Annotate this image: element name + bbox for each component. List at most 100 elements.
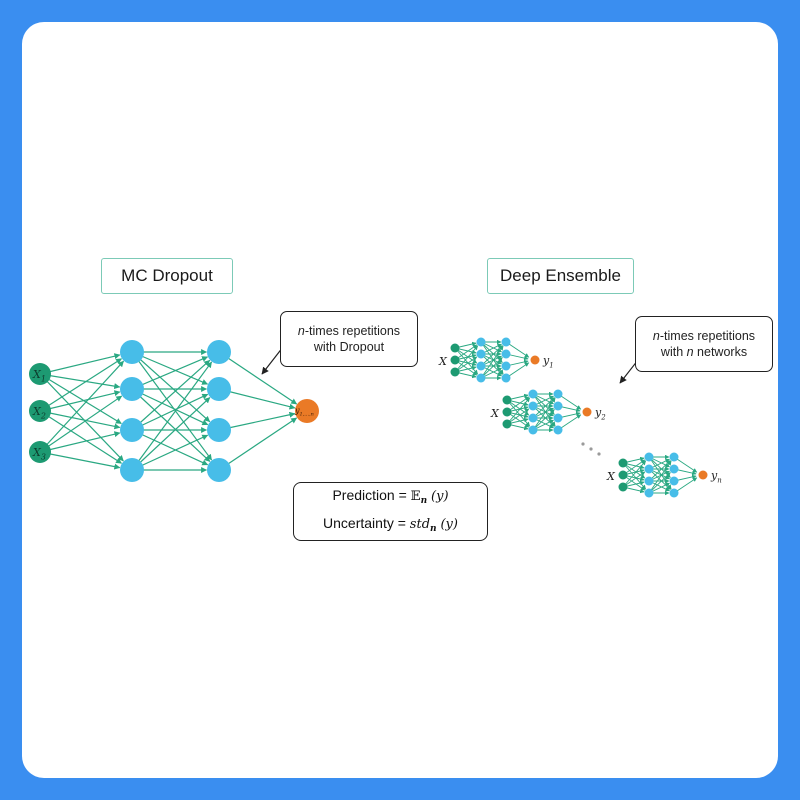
ensemble-hidden-node bbox=[501, 349, 511, 359]
network-edge bbox=[648, 472, 671, 494]
network-edge bbox=[39, 395, 123, 453]
hidden-node bbox=[120, 340, 144, 364]
network-edge bbox=[131, 356, 209, 390]
formula-box: Prediction = 𝔼n (y) Uncertainty = stdn (… bbox=[293, 482, 488, 541]
input-node bbox=[29, 363, 51, 385]
network-edge bbox=[39, 373, 122, 425]
ensemble-input-node bbox=[618, 482, 628, 492]
network-edge bbox=[39, 410, 122, 464]
ensemble-input-label: X bbox=[490, 407, 500, 420]
network-edge bbox=[131, 393, 209, 431]
network-edge bbox=[131, 429, 209, 466]
network-edge bbox=[131, 434, 209, 471]
ensemble-hidden-node bbox=[501, 337, 511, 347]
network-edge bbox=[39, 353, 121, 375]
network-edge bbox=[622, 460, 647, 488]
deep-ensemble-callout-line1: n-times repetitions bbox=[652, 329, 756, 343]
network-edge bbox=[39, 373, 124, 462]
ensemble-hidden-node bbox=[644, 452, 654, 462]
network-edge bbox=[454, 345, 479, 373]
ensemble-hidden-node bbox=[553, 389, 563, 399]
network-edge bbox=[480, 357, 503, 379]
ensemble-input-node bbox=[618, 458, 628, 468]
mc-dropout-callout-line1: n-times repetitions bbox=[297, 324, 401, 338]
network-edge bbox=[39, 373, 121, 390]
network-edge bbox=[131, 388, 211, 462]
hidden-node bbox=[120, 418, 144, 442]
network-edge bbox=[131, 351, 213, 461]
network-edge bbox=[648, 460, 671, 482]
ensemble-output-label: y1 bbox=[542, 354, 554, 369]
network-edge bbox=[532, 409, 555, 431]
hidden-node bbox=[207, 458, 231, 482]
output-node bbox=[295, 399, 319, 423]
hidden-node bbox=[207, 340, 231, 364]
network-edge bbox=[532, 397, 555, 419]
ensemble-hidden-node bbox=[669, 464, 679, 474]
ensemble-input-node bbox=[502, 407, 512, 417]
input-node-label-subscript: 1 bbox=[41, 374, 46, 383]
network-edge bbox=[39, 390, 121, 412]
network-edge bbox=[532, 397, 556, 431]
deep-ensemble-callout-line2: with n networks bbox=[660, 345, 748, 359]
ensemble-hidden-node bbox=[528, 401, 538, 411]
input-node-label-subscript: 3 bbox=[41, 452, 46, 461]
network-edge bbox=[39, 431, 121, 453]
network-edge bbox=[131, 361, 213, 471]
ensemble-output-label-subscript: 2 bbox=[600, 413, 606, 421]
network-edge bbox=[131, 359, 211, 431]
network-edge bbox=[506, 397, 531, 425]
ensemble-input-node bbox=[450, 343, 460, 353]
hidden-node bbox=[207, 418, 231, 442]
ellipsis-dot bbox=[589, 447, 593, 451]
ensemble-input-node bbox=[502, 419, 512, 429]
callout-arrow bbox=[261, 346, 284, 375]
hidden-node bbox=[207, 377, 231, 401]
ensemble-input-label: X bbox=[606, 470, 616, 483]
network-edge bbox=[39, 358, 122, 412]
mc-dropout-title: MC Dropout bbox=[101, 258, 233, 294]
network-edge bbox=[131, 388, 209, 426]
network-edge bbox=[218, 388, 296, 410]
deep-ensemble-title-text: Deep Ensemble bbox=[500, 266, 621, 285]
network-edge bbox=[218, 411, 296, 431]
ensemble-hidden-node bbox=[644, 488, 654, 498]
mc-dropout-title-text: MC Dropout bbox=[121, 266, 213, 285]
network-edge bbox=[673, 477, 698, 494]
ensemble-output-node bbox=[582, 407, 592, 417]
ensemble-hidden-node bbox=[476, 349, 486, 359]
ensemble-hidden-node bbox=[528, 389, 538, 399]
ensemble-output-label: yn bbox=[710, 469, 722, 484]
ensemble-output-label: y2 bbox=[594, 406, 606, 421]
mc-dropout-callout-line2: with Dropout bbox=[313, 340, 385, 354]
ensemble-hidden-node bbox=[553, 425, 563, 435]
ensemble-hidden-node bbox=[669, 452, 679, 462]
network-edge bbox=[557, 414, 582, 431]
input-node bbox=[29, 441, 51, 463]
prediction-formula: Prediction = 𝔼n (y) bbox=[332, 486, 449, 506]
output-node-label: y1,...,n bbox=[294, 406, 314, 417]
ensemble-input-node bbox=[502, 395, 512, 405]
network-edge bbox=[505, 362, 530, 379]
ensemble-output-node bbox=[698, 470, 708, 480]
network-edge bbox=[505, 341, 530, 358]
hidden-node bbox=[120, 377, 144, 401]
network-edge bbox=[131, 397, 211, 471]
uncertainty-formula: Uncertainty = stdn (y) bbox=[323, 514, 458, 534]
input-node-label-subscript: 2 bbox=[40, 411, 46, 420]
ensemble-hidden-node bbox=[501, 373, 511, 383]
ensemble-hidden-node bbox=[476, 337, 486, 347]
network-edge bbox=[218, 351, 298, 405]
ensemble-hidden-node bbox=[476, 373, 486, 383]
ensemble-input-node bbox=[450, 367, 460, 377]
ensemble-hidden-node bbox=[669, 476, 679, 486]
ensemble-output-node bbox=[530, 355, 540, 365]
network-edge bbox=[39, 360, 124, 453]
ensemble-hidden-node bbox=[644, 476, 654, 486]
ensemble-hidden-node bbox=[528, 425, 538, 435]
ensemble-hidden-node bbox=[644, 464, 654, 474]
ensemble-hidden-node bbox=[553, 413, 563, 423]
ensemble-hidden-node bbox=[476, 361, 486, 371]
ensemble-input-node bbox=[450, 355, 460, 365]
ensemble-hidden-node bbox=[528, 413, 538, 423]
